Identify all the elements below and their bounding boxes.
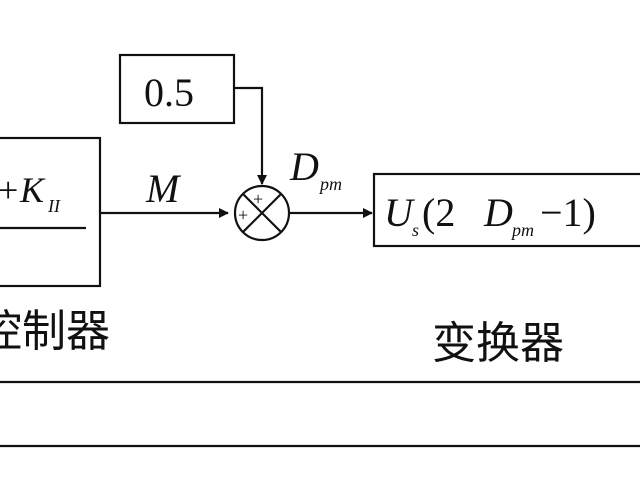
summing-junction: + + — [233, 184, 291, 242]
plus-sign: + — [0, 170, 18, 210]
constant-value: 0.5 — [144, 70, 194, 115]
m-signal-label: M — [145, 166, 182, 211]
gain-subscript: II — [47, 196, 61, 216]
converter-close: −1) — [540, 190, 596, 235]
constant-block: 0.5 — [118, 53, 236, 125]
dpm-symbol: D — [289, 144, 319, 189]
constant-arrow — [234, 86, 267, 185]
converter-pm-sub: pm — [510, 220, 534, 240]
sum-sign-top: + — [253, 189, 263, 209]
dpm-subscript: pm — [318, 174, 342, 194]
controller-block: + K II — [0, 136, 102, 288]
gain-symbol: K — [19, 170, 46, 210]
converter-d: D — [483, 190, 513, 235]
controller-caption: 控制器 — [0, 306, 110, 357]
converter-open: (2 — [422, 190, 455, 235]
sum-sign-left: + — [238, 205, 248, 225]
converter-u: U — [384, 190, 416, 235]
converter-s-sub: s — [412, 220, 419, 240]
converter-block: U s (2 D pm −1) — [372, 172, 640, 248]
converter-caption: 变换器 — [432, 318, 564, 369]
